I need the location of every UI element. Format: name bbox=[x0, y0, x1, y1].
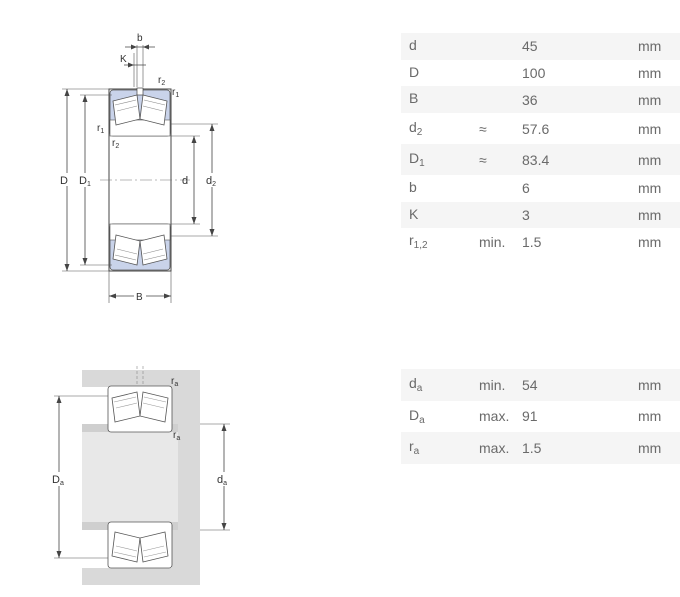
label-d: d bbox=[182, 175, 188, 187]
extension-lines bbox=[62, 45, 218, 303]
dashed-axis-lines bbox=[136, 366, 144, 386]
qualifier-cell bbox=[469, 175, 517, 202]
qualifier-cell: ≈ bbox=[469, 144, 517, 176]
value-cell: 1.5 bbox=[522, 233, 542, 250]
dimension-arrows bbox=[64, 44, 215, 299]
symbol-cell: D bbox=[409, 63, 420, 80]
symbol-cell: r1,2 bbox=[409, 232, 428, 252]
symbol-cell: b bbox=[409, 178, 417, 195]
unit-cell: mm bbox=[638, 144, 680, 176]
value-cell: 57.6 bbox=[522, 120, 550, 137]
value-cell: 6 bbox=[522, 180, 530, 197]
symbol-cell: D1 bbox=[401, 144, 469, 176]
unit-cell: mm bbox=[638, 65, 662, 82]
unit-cell: mm bbox=[638, 201, 680, 229]
unit-cell: mm bbox=[638, 233, 662, 250]
value-cell: 1.5 bbox=[517, 432, 638, 464]
value-cell: 100 bbox=[522, 65, 546, 82]
label-D1: D1 bbox=[79, 175, 91, 188]
label-ra-top: ra bbox=[171, 376, 178, 388]
qualifier-cell: min. bbox=[469, 369, 517, 401]
value-cell: 83.4 bbox=[517, 144, 638, 176]
label-D: D bbox=[60, 175, 68, 187]
table-row: ra max. 1.5 mm bbox=[401, 432, 680, 464]
qualifier-cell: ≈ bbox=[479, 120, 487, 137]
bearing-bottom-section bbox=[107, 521, 173, 569]
table-row: D 100 mm bbox=[401, 60, 680, 87]
dimensions-table: d 45 mm D 100 mm B 36 mm d2 ≈ 57.6 mm D1… bbox=[401, 33, 680, 255]
label-Da: Da bbox=[52, 474, 64, 487]
table-row: K 3 mm bbox=[401, 201, 680, 229]
qualifier-cell bbox=[469, 86, 517, 114]
value-cell: 91 bbox=[522, 408, 538, 425]
qualifier-cell: min. bbox=[479, 233, 506, 250]
table-row: da min. 54 mm bbox=[401, 369, 680, 401]
label-d2: d2 bbox=[206, 175, 216, 188]
unit-cell: mm bbox=[638, 369, 680, 401]
symbol-cell: ra bbox=[401, 432, 469, 464]
qualifier-cell: max. bbox=[479, 408, 510, 425]
qualifier-cell bbox=[469, 33, 517, 60]
symbol-cell: K bbox=[401, 201, 469, 229]
label-B: B bbox=[136, 292, 143, 303]
table-row: d 45 mm bbox=[401, 33, 680, 60]
label-ra-mid: ra bbox=[173, 430, 180, 442]
table-row: B 36 mm bbox=[401, 86, 680, 114]
bearing-bottom-section bbox=[109, 223, 171, 271]
qualifier-cell: max. bbox=[469, 432, 517, 464]
table-row: r1,2 min. 1.5 mm bbox=[401, 228, 680, 255]
unit-cell: mm bbox=[638, 408, 662, 425]
symbol-cell: da bbox=[401, 369, 469, 401]
housing-shaft bbox=[82, 370, 200, 585]
dimension-arrows bbox=[56, 396, 227, 558]
abutment-table: da min. 54 mm Da max. 91 mm ra max. 1.5 … bbox=[401, 369, 680, 464]
table-row: D1 ≈ 83.4 mm bbox=[401, 144, 680, 176]
label-K: K bbox=[120, 54, 127, 65]
symbol-cell: d2 bbox=[409, 119, 423, 139]
unit-cell: mm bbox=[638, 33, 680, 60]
value-cell: 54 bbox=[517, 369, 638, 401]
unit-cell: mm bbox=[638, 432, 680, 464]
qualifier-cell bbox=[469, 201, 517, 229]
qualifier-cell bbox=[469, 60, 517, 87]
label-r1-left: r1 bbox=[97, 123, 104, 135]
unit-cell: mm bbox=[638, 86, 680, 114]
bearing-top-section bbox=[109, 87, 171, 137]
table-row: Da max. 91 mm bbox=[401, 401, 680, 433]
label-b: b bbox=[137, 33, 143, 44]
extension-lines bbox=[54, 395, 230, 559]
symbol-cell: B bbox=[401, 86, 469, 114]
bearing-top-section bbox=[107, 385, 173, 433]
label-da: da bbox=[217, 474, 227, 487]
table-row: b 6 mm bbox=[401, 175, 680, 202]
label-r2-top: r2 bbox=[158, 75, 165, 87]
bearing-dimension-drawing: b K r2 r1 r1 r2 D D1 d d2 B bbox=[58, 33, 221, 303]
value-cell: 3 bbox=[517, 201, 638, 229]
label-r1-top: r1 bbox=[172, 87, 179, 99]
value-cell: 36 bbox=[517, 86, 638, 114]
abutment-dimension-drawing: ra ra Da da bbox=[50, 366, 232, 585]
label-r2-left: r2 bbox=[112, 138, 119, 150]
value-cell: 45 bbox=[517, 33, 638, 60]
unit-cell: mm bbox=[638, 120, 662, 137]
symbol-cell: Da bbox=[409, 406, 425, 426]
table-row: d2 ≈ 57.6 mm bbox=[401, 113, 680, 144]
symbol-cell: d bbox=[401, 33, 469, 60]
unit-cell: mm bbox=[638, 180, 662, 197]
